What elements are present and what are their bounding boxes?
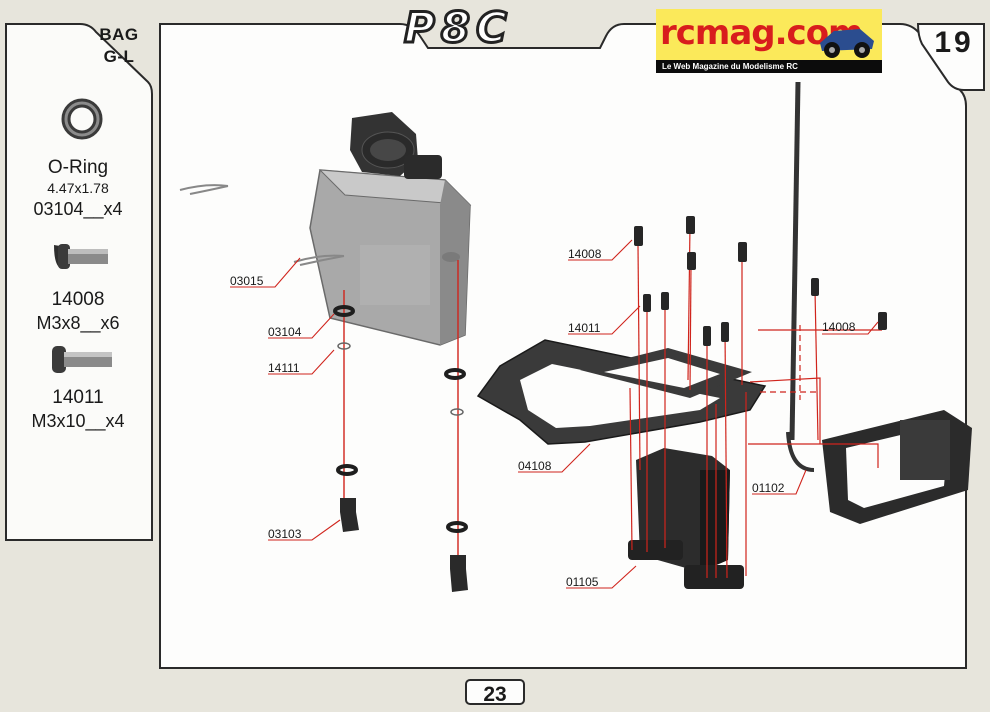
callout-label: 14111 <box>268 361 300 375</box>
part-14011: 14011 M3x10__x4 <box>8 386 148 433</box>
callout-label: 14008 <box>568 247 602 261</box>
p8c-logo: P8C <box>403 4 513 48</box>
part-name: 14011 <box>52 387 104 408</box>
bag-label: BAG G-L <box>84 24 154 68</box>
bag-panel <box>5 23 153 541</box>
part-o-ring: O-Ring 4.47x1.78 03104__x4 <box>8 156 148 221</box>
carbon-plate <box>476 339 767 445</box>
callout-label: 04108 <box>518 459 552 473</box>
callout-label: 03015 <box>230 274 264 288</box>
antenna-mount <box>786 81 972 524</box>
rc-car-icon <box>820 29 874 58</box>
part-name: O-Ring <box>47 157 109 178</box>
callout-label: 01102 <box>752 481 785 495</box>
part-code: 03104__x4 <box>33 199 123 219</box>
button-head-screw-icon <box>634 216 887 346</box>
bag-label-line2: G-L <box>103 47 135 66</box>
step-number: 19 <box>934 26 974 59</box>
callout-label: 03103 <box>268 527 302 541</box>
part-size: 4.47x1.78 <box>47 180 109 196</box>
watermark-tagline: Le Web Magazine du Modelisme RC <box>662 62 798 71</box>
button-head-screw-icon <box>54 244 108 269</box>
part-code: M3x10__x4 <box>31 411 125 431</box>
part-name: 14008 <box>51 289 105 310</box>
part-14008: 14008 M3x8__x6 <box>8 288 148 335</box>
callout-label: 01105 <box>566 575 599 589</box>
part-code: M3x8__x6 <box>36 313 120 333</box>
fuel-tank <box>309 112 472 346</box>
rcmag-watermark: rcmag.com Le Web Magazine du Modelisme R… <box>656 9 882 73</box>
callout-label: 03104 <box>268 325 302 339</box>
button-head-screw-icon <box>52 346 112 373</box>
callout-label: 14008 <box>822 320 856 334</box>
watermark-strip <box>656 60 882 73</box>
bag-label-line1: BAG <box>99 25 139 44</box>
callout-label: 14011 <box>568 321 601 335</box>
svg-text:P8C: P8C <box>404 4 513 48</box>
page-number: 23 <box>483 683 507 706</box>
